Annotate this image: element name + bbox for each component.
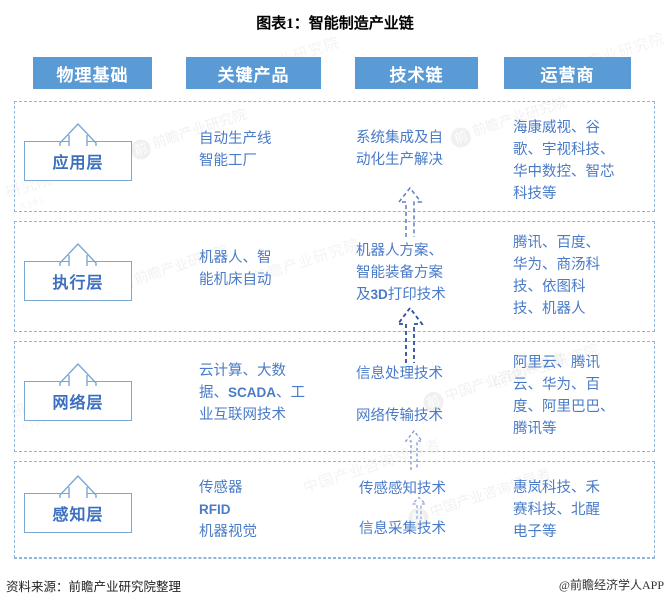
source-note: 资料来源：前瞻产业研究院整理: [6, 580, 182, 594]
connector-arrow-perception-to-network: [404, 429, 424, 471]
cell-network-tech-chain-bottom: 网络传输技术: [356, 408, 443, 424]
up-arrow-icon: [57, 361, 99, 387]
column-header-physical-base[interactable]: 物理基础: [33, 57, 152, 89]
cell-text-segment-bold: RFID: [199, 502, 231, 517]
cell-execution-operators: 腾讯、百度、 华为、商汤科 技、依图科 技、机器人: [513, 235, 600, 317]
layer-badge-label: 感知层: [52, 507, 104, 524]
layer-badge-label: 执行层: [52, 275, 104, 292]
cell-perception-tech-chain-bottom: 信息采集技术: [359, 521, 446, 537]
column-header-tech-chain[interactable]: 技术链: [355, 57, 478, 89]
cell-text-segment: 、工 业互联网技术: [199, 385, 306, 423]
column-header-operators[interactable]: 运营商: [504, 57, 631, 89]
layer-row-application: [14, 101, 655, 212]
layer-badge-network[interactable]: 网络层: [24, 361, 132, 421]
cell-application-tech-chain: 系统集成及自 动化生产解决: [356, 130, 443, 168]
credit-label: @前瞻经济学人APP: [558, 578, 664, 592]
cell-application-operators: 海康威视、谷 歌、宇视科技、 华中数控、智芯 科技等: [513, 120, 615, 202]
up-arrow-icon: [57, 473, 99, 499]
cell-execution-key-products: 机器人、智 能机床自动: [199, 250, 272, 288]
cell-text-segment: 机器人方案、 智能装备方案 及: [356, 243, 443, 303]
cell-text-segment: 机器视觉: [199, 524, 257, 540]
cell-text-segment-bold: 3D: [370, 287, 388, 302]
layer-row-perception: [14, 461, 655, 558]
column-header-key-products[interactable]: 关键产品: [186, 57, 321, 89]
cell-execution-tech-chain: 机器人方案、 智能装备方案 及3D打印技术: [356, 240, 484, 306]
layer-badge-perception[interactable]: 感知层: [24, 473, 132, 533]
connector-arrow-collection-to-sensing: [411, 496, 427, 520]
layer-badge-application[interactable]: 应用层: [24, 121, 132, 181]
footer-divider: [14, 558, 655, 559]
cell-text-segment: 打印技术: [387, 287, 446, 303]
connector-arrow-execution-to-application: [397, 186, 423, 238]
cell-network-tech-chain-top: 信息处理技术: [356, 366, 443, 382]
page-title: 图表1：智能制造产业链: [256, 16, 414, 32]
layer-badge-box: [24, 493, 132, 533]
cell-text-segment: 传感器: [199, 480, 243, 496]
cell-network-key-products: 云计算、大数 据、SCADA、工 业互联网技术: [199, 360, 329, 426]
cell-perception-key-products: 传感器 RFID 机器视觉: [199, 477, 329, 543]
cell-application-key-products: 自动生产线 智能工厂: [199, 131, 272, 169]
cell-text-segment-bold: SCADA: [228, 385, 277, 400]
layer-badge-execution[interactable]: 执行层: [24, 241, 132, 301]
layer-badge-label: 网络层: [52, 395, 104, 412]
up-arrow-icon: [57, 241, 99, 267]
cell-perception-tech-chain-top: 传感感知技术: [359, 481, 446, 497]
cell-network-operators: 阿里云、腾讯 云、华为、百 度、阿里巴巴、 腾讯等: [513, 355, 615, 437]
cell-text-segment: 云计算、大数 据、: [199, 363, 286, 401]
up-arrow-icon: [57, 121, 99, 147]
layer-row-network: [14, 341, 655, 452]
layer-badge-label: 应用层: [52, 155, 104, 172]
layer-row-execution: [14, 221, 655, 332]
cell-perception-operators: 惠岚科技、禾 赛科技、北醒 电子等: [513, 480, 600, 540]
connector-arrow-network-to-execution: [396, 306, 424, 364]
